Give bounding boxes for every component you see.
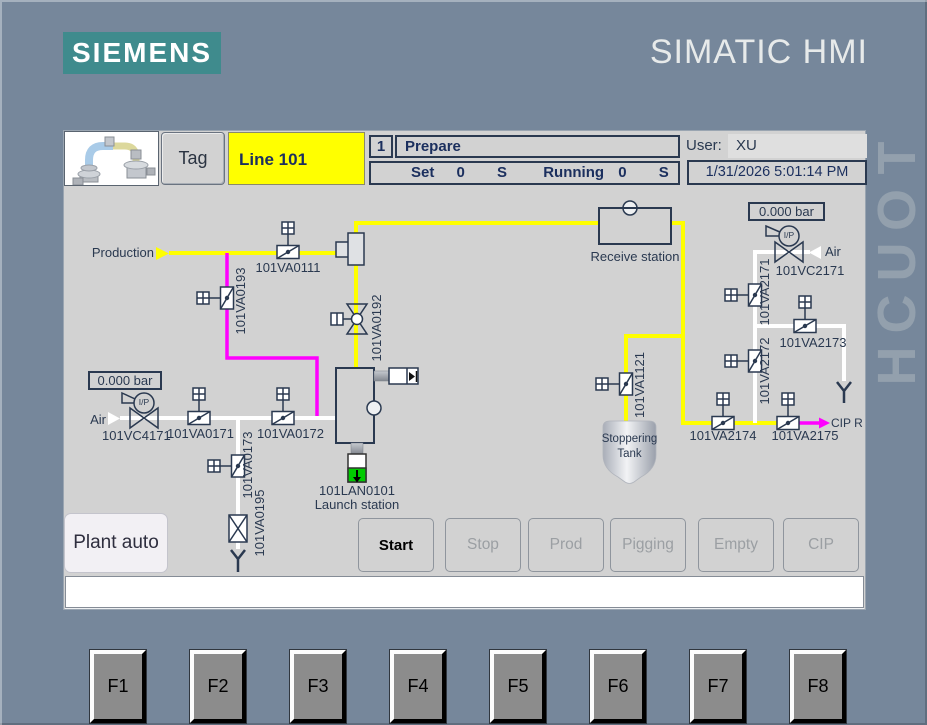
- launch-station-label: Launch station: [314, 497, 400, 512]
- valve-101VA0173[interactable]: [207, 454, 246, 478]
- valve-101VA0111[interactable]: [276, 221, 300, 260]
- valve-label-101VA0111: 101VA0111: [255, 260, 321, 275]
- f8-key[interactable]: F8: [790, 650, 846, 723]
- valve-101VC4171[interactable]: [121, 391, 159, 430]
- launch-station[interactable]: [335, 367, 419, 483]
- valve-101VA0195[interactable]: [228, 514, 248, 543]
- drain-left-icon: [230, 549, 246, 572]
- step-number: 1: [369, 135, 393, 158]
- valve-label-101VA2172: 101VA2172: [757, 337, 772, 405]
- plant-auto-button[interactable]: Plant auto: [64, 513, 168, 573]
- user-name: XU: [736, 137, 757, 154]
- running-value: 0: [618, 164, 627, 181]
- ip-converter-right-label: I/P: [783, 230, 795, 240]
- pig-coupling: [335, 232, 365, 266]
- valve-label-101VA2175: 101VA2175: [771, 428, 839, 443]
- tag-button[interactable]: Tag: [161, 132, 225, 185]
- valve-101VA2175[interactable]: [776, 392, 800, 431]
- valve-101VA2171[interactable]: [724, 283, 763, 307]
- f1-key[interactable]: F1: [90, 650, 146, 723]
- air-left-arrow: [108, 412, 120, 425]
- set-value: 0: [456, 164, 465, 181]
- valve-label-101VA2173: 101VA2173: [779, 335, 847, 350]
- pressure-gauge-right: 0.000 bar: [748, 202, 825, 221]
- f7-key[interactable]: F7: [690, 650, 746, 723]
- valve-label-101VC4171: 101VC4171: [102, 428, 171, 443]
- air-left-label: Air: [90, 412, 106, 427]
- launch-station-id: 101LAN0101: [319, 483, 395, 498]
- air-right-arrow: [809, 246, 821, 259]
- cip-pipes: [225, 253, 830, 429]
- cip-return-label: CIP R: [831, 416, 863, 430]
- valve-101VA1121[interactable]: [595, 372, 634, 396]
- valve-label-101VA0195: 101VA0195: [252, 489, 267, 557]
- user-label: User:: [686, 137, 722, 154]
- valve-101VA0172[interactable]: [271, 387, 295, 426]
- hmi-screen: Tag Line 101 1 Prepare Set 0 S Running 0…: [63, 130, 867, 610]
- receive-station-label: Receive station: [590, 249, 680, 264]
- valve-label-101VA2174: 101VA2174: [689, 428, 757, 443]
- valve-label-101VA0192: 101VA0192: [369, 294, 384, 362]
- valve-101VC2171[interactable]: [765, 224, 804, 264]
- production-arrow: [156, 247, 169, 260]
- valve-label-101VA1121: 101VA1121: [632, 351, 647, 419]
- empty-button[interactable]: Empty: [698, 518, 774, 572]
- f6-key[interactable]: F6: [590, 650, 646, 723]
- timer-row: Set 0 S Running 0 S: [369, 161, 680, 185]
- air-right-label: Air: [825, 244, 841, 259]
- simatic-hmi-title: SIMATIC HMI: [649, 33, 868, 71]
- product-pipes: [169, 221, 799, 425]
- user-area: User: XU: [622, 134, 867, 158]
- valve-label-101VA2171: 101VA2171: [757, 258, 772, 326]
- stoppering-tank[interactable]: [602, 420, 657, 484]
- step-name: Prepare: [395, 135, 680, 158]
- valve-label-101VC2171: 101VC2171: [775, 263, 845, 278]
- valve-101VA2172[interactable]: [724, 349, 763, 373]
- valve-photo-icon: [72, 136, 156, 186]
- siemens-logo: SIEMENS: [63, 32, 221, 74]
- f2-key[interactable]: F2: [190, 650, 246, 723]
- pid-diagram: [108, 200, 852, 572]
- set-label: Set: [411, 164, 435, 181]
- tank-label-line2: Tank: [617, 448, 642, 460]
- pressure-gauge-left: 0.000 bar: [88, 371, 162, 390]
- valve-101VA0193[interactable]: [196, 286, 235, 310]
- user-field: [728, 134, 867, 158]
- stop-button[interactable]: Stop: [445, 518, 521, 572]
- running-unit: S: [658, 164, 669, 181]
- valve-101VA2174[interactable]: [711, 392, 735, 431]
- tank-label-line1: Stoppering: [601, 433, 658, 445]
- set-unit: S: [497, 164, 508, 181]
- f4-key[interactable]: F4: [390, 650, 446, 723]
- valve-label-101VA0172: 101VA0172: [257, 426, 324, 441]
- prod-button[interactable]: Prod: [528, 518, 604, 572]
- cip-button[interactable]: CIP: [783, 518, 859, 572]
- valve-101VA0192[interactable]: [330, 303, 369, 335]
- valve-101VA0171[interactable]: [187, 387, 211, 426]
- production-label: Production: [91, 245, 154, 260]
- line-selector[interactable]: Line 101: [228, 132, 365, 185]
- pigging-button[interactable]: Pigging: [610, 518, 686, 572]
- datetime-display: 1/31/2026 5:01:14 PM: [687, 160, 867, 185]
- valve-label-101VA0193: 101VA0193: [233, 267, 248, 335]
- station-image: [64, 131, 159, 186]
- ip-converter-left-label: I/P: [138, 397, 150, 407]
- valve-label-101VA0171: 101VA0171: [167, 426, 234, 441]
- f3-key[interactable]: F3: [290, 650, 346, 723]
- start-button[interactable]: Start: [358, 518, 434, 572]
- valve-101VA2173[interactable]: [793, 295, 817, 334]
- message-bar: [65, 576, 864, 608]
- running-label: Running: [543, 164, 605, 181]
- f5-key[interactable]: F5: [490, 650, 546, 723]
- drain-right-icon: [836, 381, 852, 403]
- receive-station[interactable]: [598, 200, 672, 245]
